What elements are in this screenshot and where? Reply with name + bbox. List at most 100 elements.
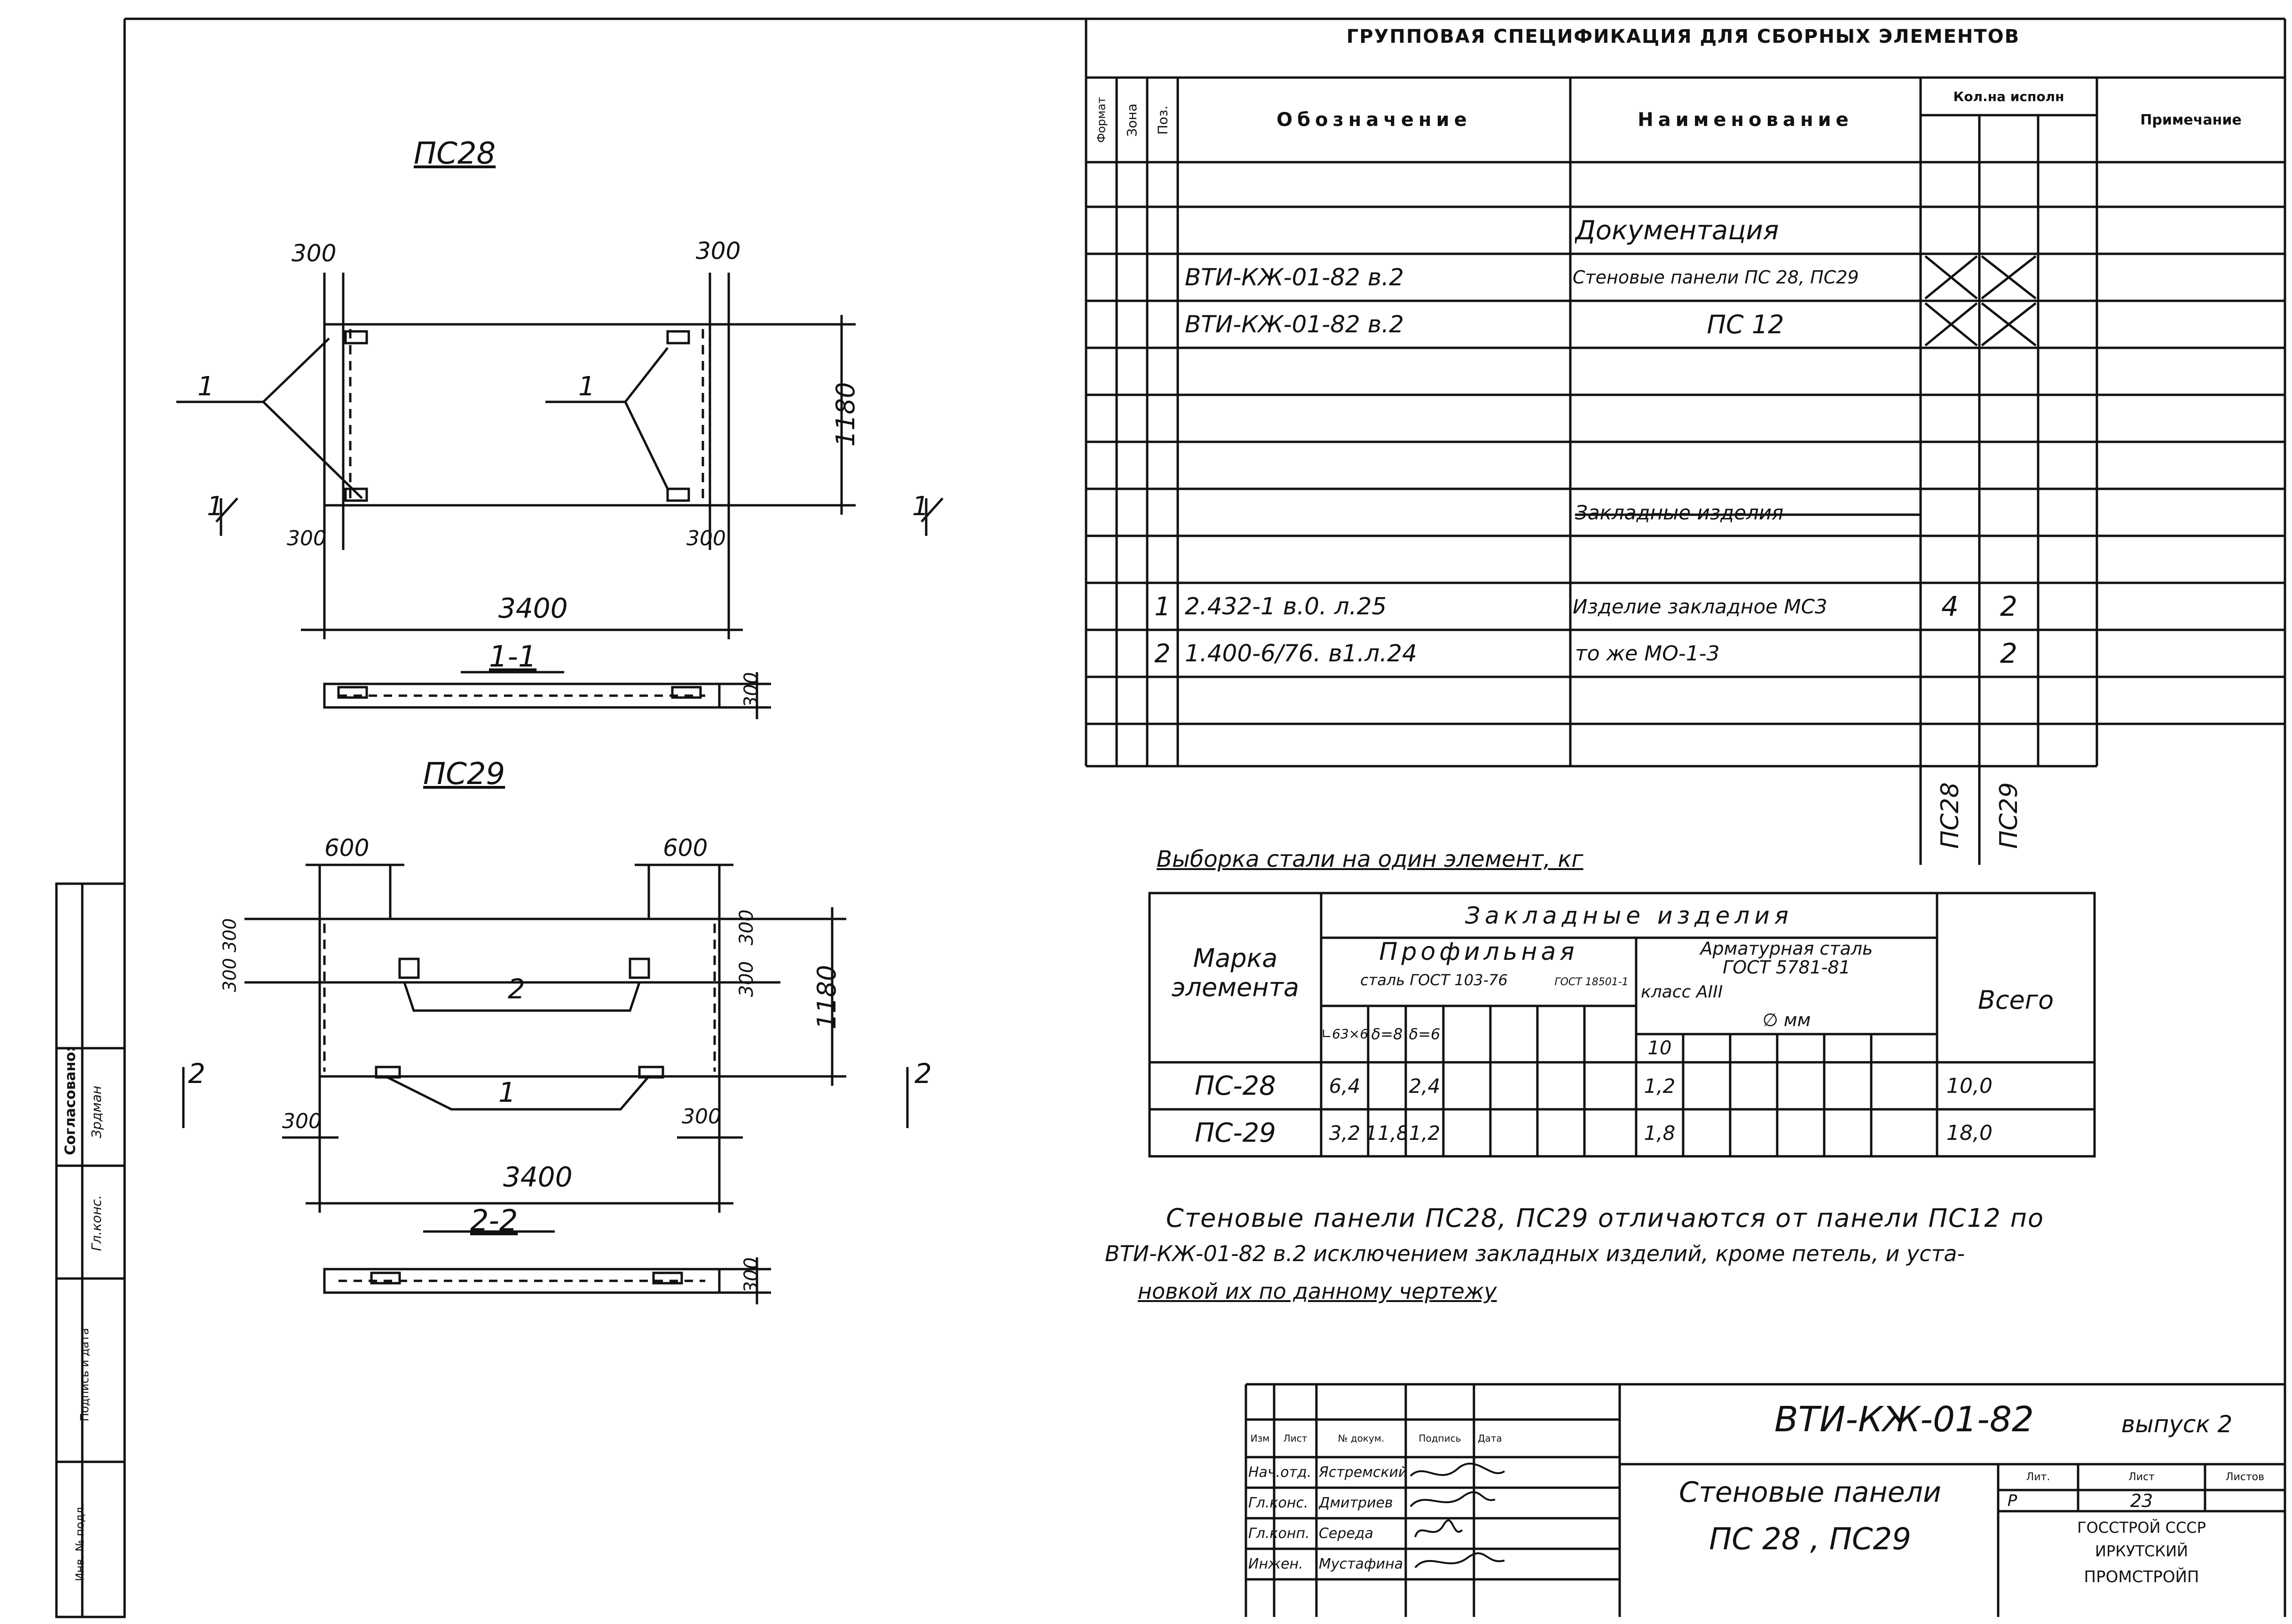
spec-row-designation: 1.400-6/76. в1.л.24	[1185, 640, 1417, 667]
titleblock-org-2: ИРКУТСКИЙ	[2095, 1542, 2188, 1560]
spec-row-name: то же МО-1-3	[1575, 641, 1720, 666]
steel-row-c1: 3,2	[1329, 1121, 1361, 1145]
ps29-drawing	[0, 0, 1081, 1316]
ps29-cut-right: 2	[914, 1058, 932, 1090]
titleblock-doc-title-1: Стеновые панели	[1679, 1476, 1941, 1509]
ps28-drawing	[0, 0, 1081, 752]
titleblock-lit-label: Лит.	[2026, 1471, 2050, 1483]
steel-row-d10: 1,8	[1644, 1121, 1676, 1145]
steel-diam: ∅ мм	[1762, 1010, 1811, 1030]
steel-mark-header: Марка элемента	[1171, 943, 1300, 1002]
ps28-cut-right: 1	[912, 491, 929, 522]
titleblock-org-1: ГОССТРОЙ СССР	[2077, 1519, 2206, 1537]
spec-row-pos: 1	[1154, 591, 1171, 621]
steel-row-total: 18,0	[1946, 1121, 1993, 1145]
ps29-dim-top-left-600: 600	[324, 834, 370, 862]
ps29-section-label: 2-2	[470, 1203, 518, 1238]
ps29-title: ПС29	[423, 757, 505, 792]
ps28-callout-1b: 1	[578, 371, 595, 402]
steel-row-mark: ПС-28	[1195, 1070, 1276, 1101]
titleblock-header-izm: Изм	[1250, 1433, 1270, 1444]
titleblock-role: Гл.конс.	[1248, 1495, 1308, 1511]
ps29-dim-top-right-600: 600	[663, 834, 708, 862]
ps28-section-label: 1-1	[489, 639, 537, 674]
titleblock-lit-value: Р	[2007, 1491, 2017, 1510]
ps29-cut-left: 2	[188, 1058, 205, 1090]
steel-diam-col-10: 10	[1647, 1037, 1672, 1059]
steel-table-grid	[0, 0, 2292, 1175]
ps29-callout-2: 2	[508, 973, 525, 1005]
spec-row-name: Закладные изделия	[1575, 501, 1784, 524]
spec-table-grid	[0, 0, 2292, 893]
spec-row-designation: ВТИ-КЖ-01-82 в.2	[1185, 264, 1404, 291]
ps28-dim-bottom-right-300: 300	[686, 526, 726, 550]
ps28-title: ПС28	[414, 136, 496, 171]
titleblock-header-list: Лист	[1283, 1433, 1307, 1444]
titleblock-person-name: Дмитриев	[1319, 1495, 1393, 1511]
spec-row-pos: 2	[1154, 638, 1171, 668]
note-line-3: новкой их по данному чертежу	[1138, 1279, 1497, 1304]
steel-row-total: 10,0	[1946, 1074, 1993, 1098]
steel-subcol-d6: δ=6	[1409, 1025, 1441, 1043]
ps29-dim-bottom-right-300: 300	[682, 1105, 721, 1129]
ps28-dim-left-300: 300	[291, 240, 337, 267]
spec-row-name: ПС 12	[1707, 309, 1784, 339]
steel-rebar-header: Арматурная сталь	[1700, 938, 1873, 959]
spec-header-note: Примечание	[2140, 111, 2242, 128]
steel-row-c2: 11,8	[1368, 1121, 1406, 1145]
titleblock-sheet-label: Лист	[2128, 1471, 2155, 1483]
titleblock-doc-title-2: ПС 28 , ПС29	[1709, 1522, 1911, 1557]
titleblock-person-name: Ястремский	[1319, 1464, 1408, 1481]
steel-gost-sub: ГОСТ 18501-1	[1554, 976, 1629, 988]
steel-caption: Выборка стали на один элемент, кг	[1157, 846, 1583, 872]
spec-header-qty: Кол.на исполн	[1953, 88, 2064, 104]
ps28-cut-left: 1	[207, 491, 224, 522]
titleblock-role: Инжен.	[1248, 1556, 1303, 1572]
steel-rebar-gost: ГОСТ 5781-81	[1723, 957, 1851, 978]
steel-row-c1: 6,4	[1329, 1074, 1361, 1098]
ps28-dim-length: 3400	[498, 592, 568, 624]
steel-row-c3: 2,4	[1409, 1074, 1441, 1098]
titleblock-sheets-label: Листов	[2225, 1471, 2265, 1483]
steel-row-c3: 1,2	[1409, 1121, 1441, 1145]
ps29-dim-bottom-left-300: 300	[282, 1109, 322, 1133]
spec-row-designation: 2.432-1 в.0. л.25	[1185, 593, 1387, 620]
steel-rebar-class: класс АIII	[1641, 982, 1723, 1002]
steel-profile-sub: сталь ГОСТ 103-76	[1360, 971, 1508, 989]
spec-row-q1: 4	[1941, 590, 1959, 622]
spec-row-designation: ВТИ-КЖ-01-82 в.2	[1185, 311, 1404, 338]
titleblock-role: Гл.конп.	[1248, 1525, 1310, 1542]
titleblock-header-sign: Подпись	[1418, 1433, 1461, 1444]
spec-header-name: Наименование	[1638, 109, 1853, 131]
spec-row-q2: 2	[2000, 590, 2017, 622]
ps29-callout-1: 1	[498, 1076, 516, 1108]
steel-total-header: Всего	[1977, 985, 2054, 1015]
titleblock-header-date: Дата	[1478, 1433, 1502, 1444]
note-line-1: Стеновые панели ПС28, ПС29 отличаются от…	[1166, 1203, 2045, 1233]
titleblock-sheet-value: 23	[2130, 1490, 2153, 1511]
steel-profile-header: Профильная	[1379, 938, 1578, 966]
note-line-2: ВТИ-КЖ-01-82 в.2 исключением закладных и…	[1105, 1241, 1965, 1266]
spec-row-name: Стеновые панели ПС 28, ПС29	[1573, 267, 1859, 288]
ps28-dim-bottom-left-300: 300	[287, 526, 326, 550]
titleblock-header-doc: № докум.	[1338, 1433, 1385, 1444]
ps28-callout-1a: 1	[197, 371, 214, 402]
titleblock-issue: выпуск 2	[2121, 1411, 2233, 1438]
titleblock-person-name: Мустафина	[1319, 1556, 1403, 1572]
ps29-dim-length: 3400	[503, 1161, 573, 1193]
titleblock-org-3: ПРОМСТРОЙП	[2084, 1568, 2199, 1586]
steel-subcol-angle: ∟63×6	[1321, 1026, 1368, 1042]
spec-header-designation: Обозначение	[1276, 109, 1472, 131]
titleblock-code: ВТИ-КЖ-01-82	[1774, 1399, 2034, 1440]
spec-row-name: Изделие закладное МС3	[1573, 595, 1827, 618]
spec-row-q2: 2	[2000, 637, 2017, 669]
titleblock-role: Нач.отд.	[1248, 1464, 1312, 1481]
steel-group-header: Закладные изделия	[1465, 902, 1793, 929]
ps28-dim-right-300: 300	[696, 237, 741, 265]
steel-row-mark: ПС-29	[1195, 1117, 1276, 1148]
steel-row-d10: 1,2	[1644, 1074, 1676, 1098]
spec-title: ГРУППОВАЯ СПЕЦИФИКАЦИЯ ДЛЯ СБОРНЫХ ЭЛЕМЕ…	[1346, 26, 2020, 47]
